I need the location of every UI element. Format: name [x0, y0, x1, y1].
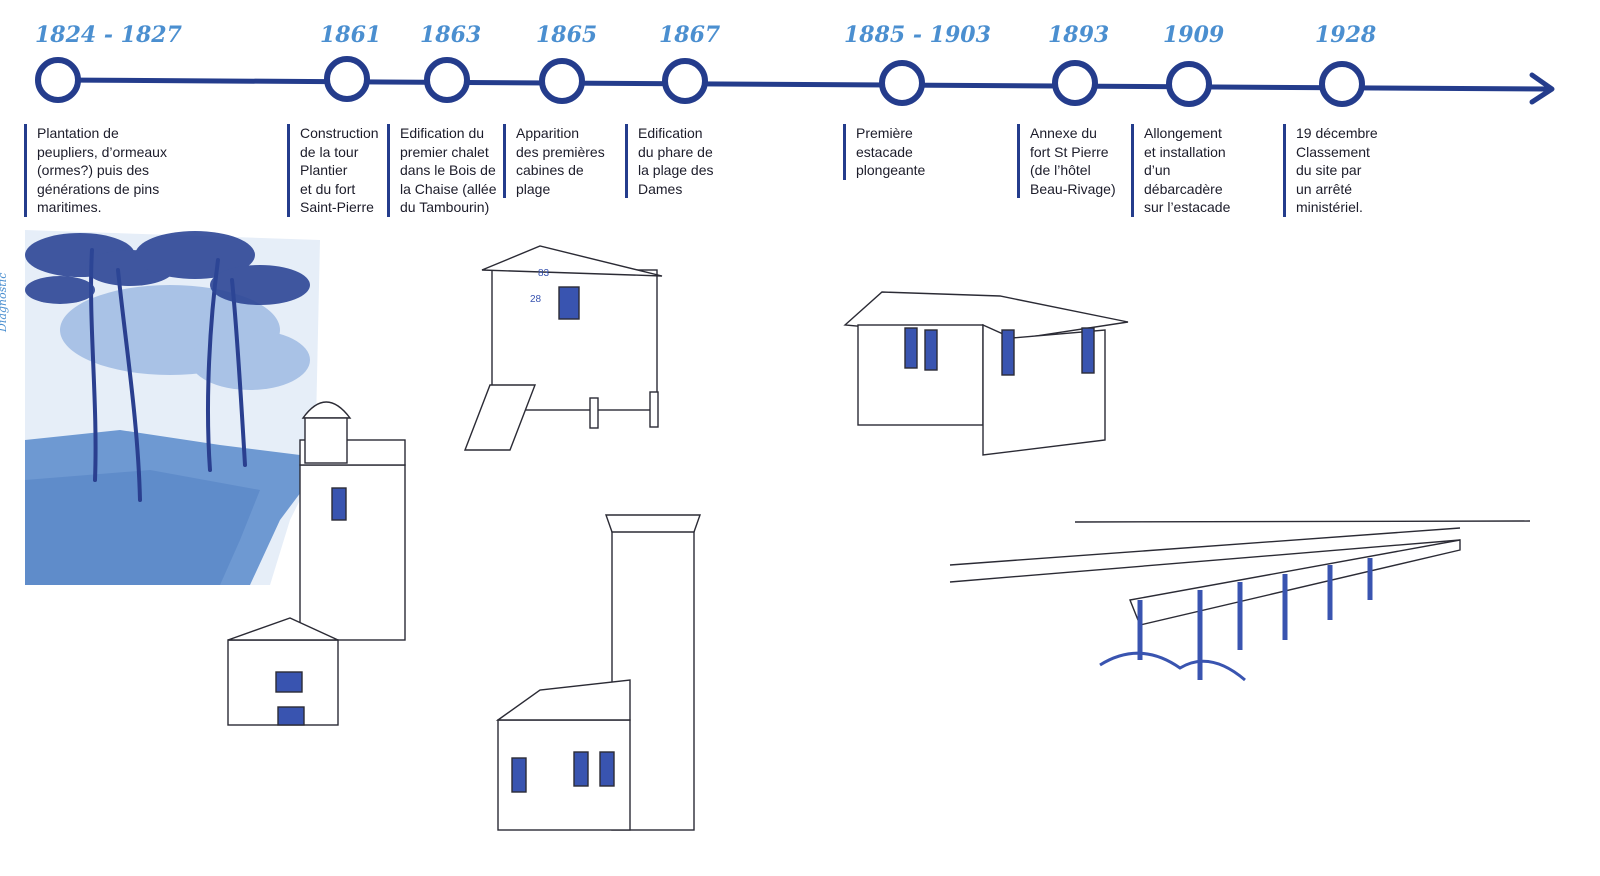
lighthouse-illustration: [495, 514, 701, 831]
desc-line: d’un: [1144, 162, 1171, 178]
desc-line: Dames: [638, 180, 683, 197]
desc-line: premier chalet: [400, 143, 489, 160]
pine-forest-illustration: [25, 230, 320, 585]
desc-line: ministériel.: [1296, 199, 1363, 215]
year-label-1861: 1861: [320, 22, 382, 48]
desc-line: fort St Pierre: [1030, 143, 1109, 160]
year-label-1865: 1865: [536, 22, 598, 48]
year-label-1893: 1893: [1048, 22, 1110, 48]
year-label-1867: 1867: [659, 22, 721, 48]
desc-line: débarcadère: [1144, 180, 1223, 197]
timeline-arrow-head: [1529, 72, 1555, 105]
desc-line: Apparition: [516, 125, 580, 141]
desc-line: Allongement: [1144, 125, 1222, 141]
desc-line: générations de pins: [37, 180, 160, 197]
desc-line: la plage des: [638, 162, 714, 178]
desc-line: et du fort: [300, 180, 356, 197]
timeline-markers: [35, 56, 1365, 107]
year-label-1824: 1824 - 1827: [35, 22, 182, 48]
desc-line: Annexe du: [1030, 125, 1097, 141]
event-desc-1861: Construction de la tour Plantier et du f…: [287, 124, 392, 217]
event-desc-1893: Annexe du fort St Pierre (de l’hôtel Bea…: [1017, 124, 1140, 198]
desc-line: des premières: [516, 143, 605, 160]
marker-1863: [424, 57, 470, 103]
desc-line: de la tour: [300, 143, 359, 160]
desc-line: Edification: [638, 125, 703, 141]
marker-1861: [324, 56, 370, 102]
desc-line: la Chaise (allée: [400, 180, 497, 197]
event-desc-1909: Allongement et installation d’un débarca…: [1131, 124, 1252, 217]
desc-line: (ormes?) puis des: [37, 162, 150, 178]
fort-annex-illustration: [843, 291, 1129, 456]
desc-line: du site par: [1296, 162, 1362, 178]
pier-illustration: [949, 520, 1531, 682]
desc-line: Edification du: [400, 125, 485, 141]
desc-line: et installation: [1144, 143, 1226, 160]
marker-1893: [1052, 60, 1098, 106]
tower-illustration: [227, 401, 406, 726]
desc-line: dans le Bois de: [400, 162, 496, 178]
year-label-1885: 1885 - 1903: [844, 22, 991, 48]
cabin-number-28: 28: [530, 294, 542, 305]
desc-line: un arrêté: [1296, 180, 1353, 197]
year-label-1928: 1928: [1315, 22, 1377, 48]
beach-cabin-illustration: [463, 245, 663, 451]
desc-line: Première: [856, 125, 913, 141]
event-desc-1928: 19 décembre Classement du site par un ar…: [1283, 124, 1401, 217]
marker-1865: [539, 58, 585, 104]
event-desc-1885: Première estacade plongeante: [843, 124, 956, 180]
marker-1928: [1319, 61, 1365, 107]
marker-1867: [662, 58, 708, 104]
desc-line: Saint-Pierre: [300, 199, 374, 215]
desc-line: du phare de: [638, 143, 713, 160]
marker-1824: [35, 57, 81, 103]
desc-line: plage: [516, 180, 551, 197]
desc-line: cabines de: [516, 162, 584, 178]
side-label: Diagnostic: [0, 272, 9, 332]
desc-line: Beau-Rivage): [1030, 180, 1116, 197]
desc-line: maritimes.: [37, 199, 102, 215]
desc-line: du Tambourin): [400, 199, 490, 215]
year-label-1863: 1863: [420, 22, 482, 48]
desc-line: Classement: [1296, 143, 1370, 160]
event-desc-1867: Edification du phare de la plage des Dam…: [625, 124, 738, 198]
desc-line: peupliers, d’ormeaux: [37, 143, 167, 160]
year-label-1909: 1909: [1163, 22, 1225, 48]
desc-line: (de l’hôtel: [1030, 162, 1091, 178]
desc-line: sur l’estacade: [1144, 199, 1231, 215]
desc-line: 19 décembre: [1296, 125, 1378, 141]
marker-1909: [1166, 61, 1212, 107]
cabin-number-83: 83: [538, 268, 550, 279]
desc-line: estacade: [856, 143, 913, 160]
event-desc-1863: Edification du premier chalet dans le Bo…: [387, 124, 508, 217]
event-desc-1865: Apparition des premières cabines de plag…: [503, 124, 621, 198]
event-desc-1824: Plantation de peupliers, d’ormeaux (orme…: [24, 124, 205, 217]
marker-1885: [879, 60, 925, 106]
timeline-line: [55, 77, 1551, 92]
desc-line: Construction: [300, 125, 379, 141]
desc-line: plongeante: [856, 162, 926, 178]
desc-line: Plantier: [300, 162, 348, 178]
desc-line: Plantation de: [37, 125, 119, 141]
